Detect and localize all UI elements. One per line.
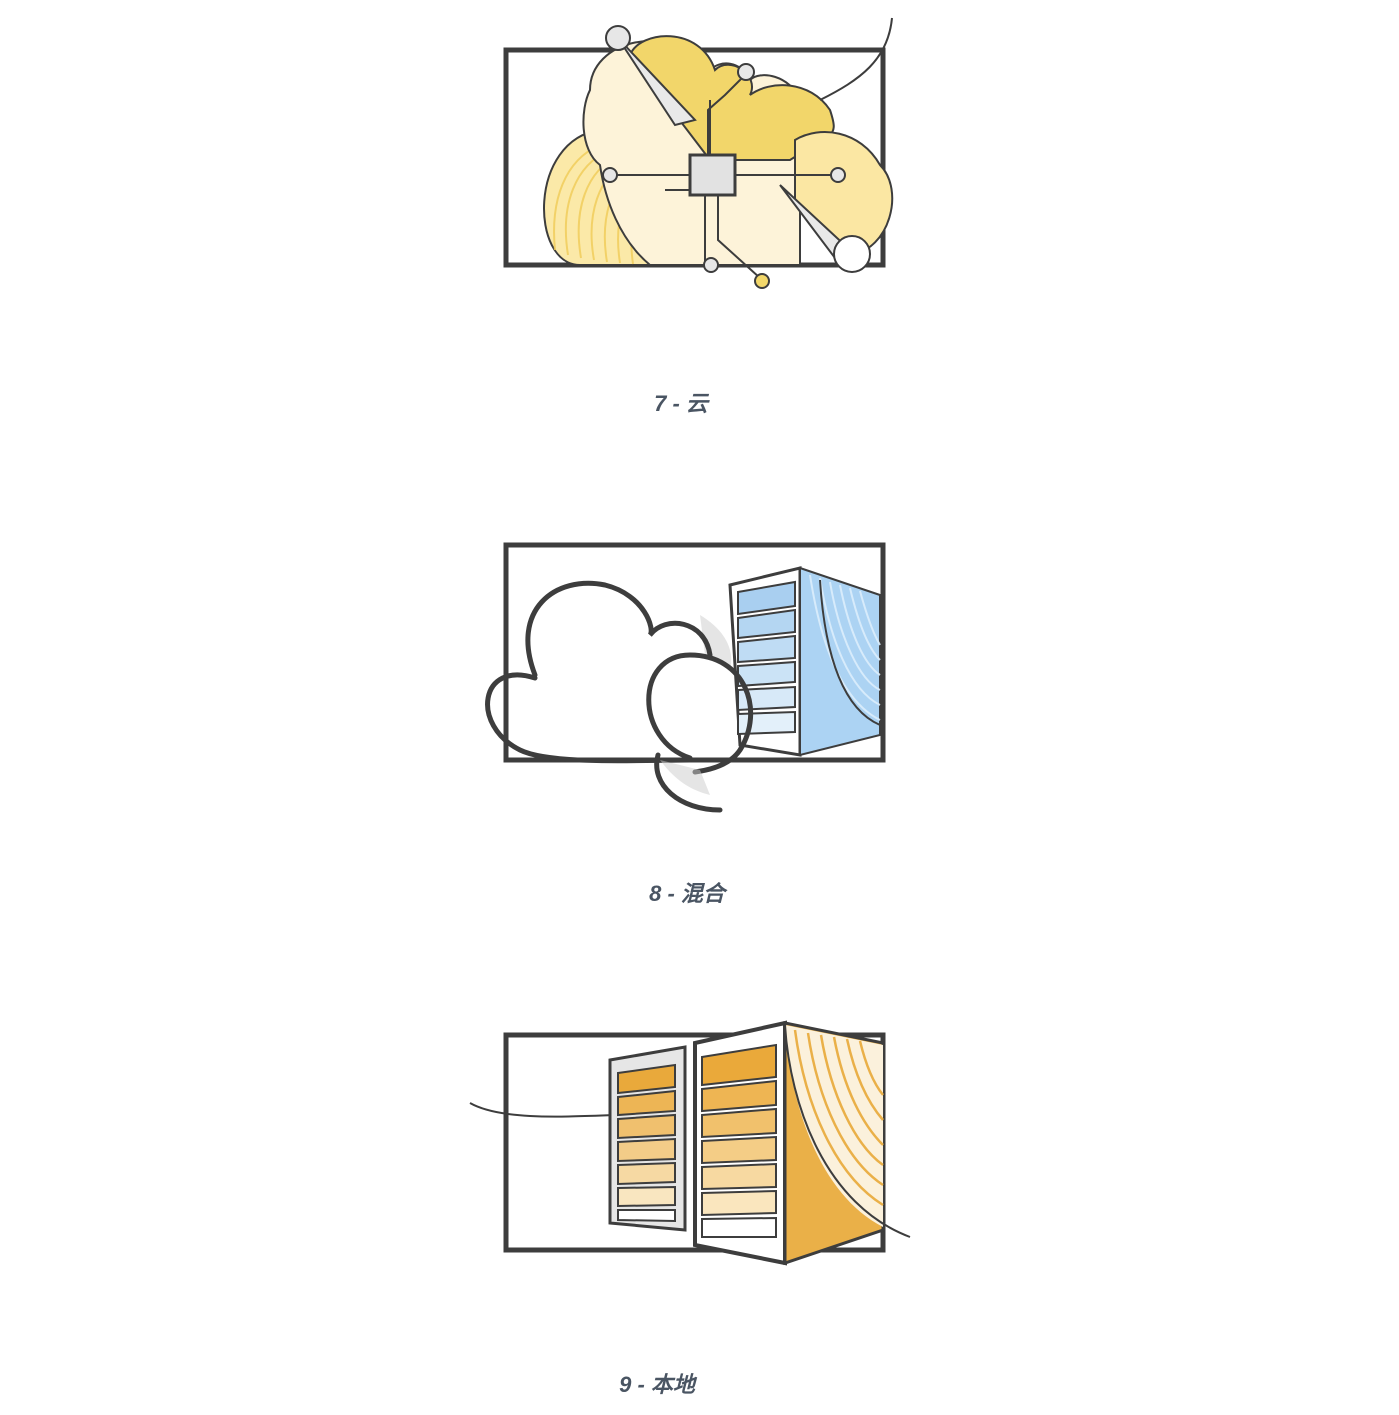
cloud-chip-icon [503,17,894,289]
caption-number: 9 - [619,1372,651,1397]
caption-on-premise: 9 - 本地 [619,1371,695,1399]
hybrid-cloud-server-icon [485,542,886,813]
caption-number: 8 - [649,881,681,906]
caption-cloud: 7 - 云 [654,390,708,418]
caption-number: 7 - [654,391,686,416]
caption-label: 本地 [650,1372,695,1397]
caption-label: 云 [685,391,708,416]
on-premise-servers-icon [469,1020,911,1266]
caption-label: 混合 [680,881,725,906]
caption-hybrid: 8 - 混合 [649,880,725,908]
